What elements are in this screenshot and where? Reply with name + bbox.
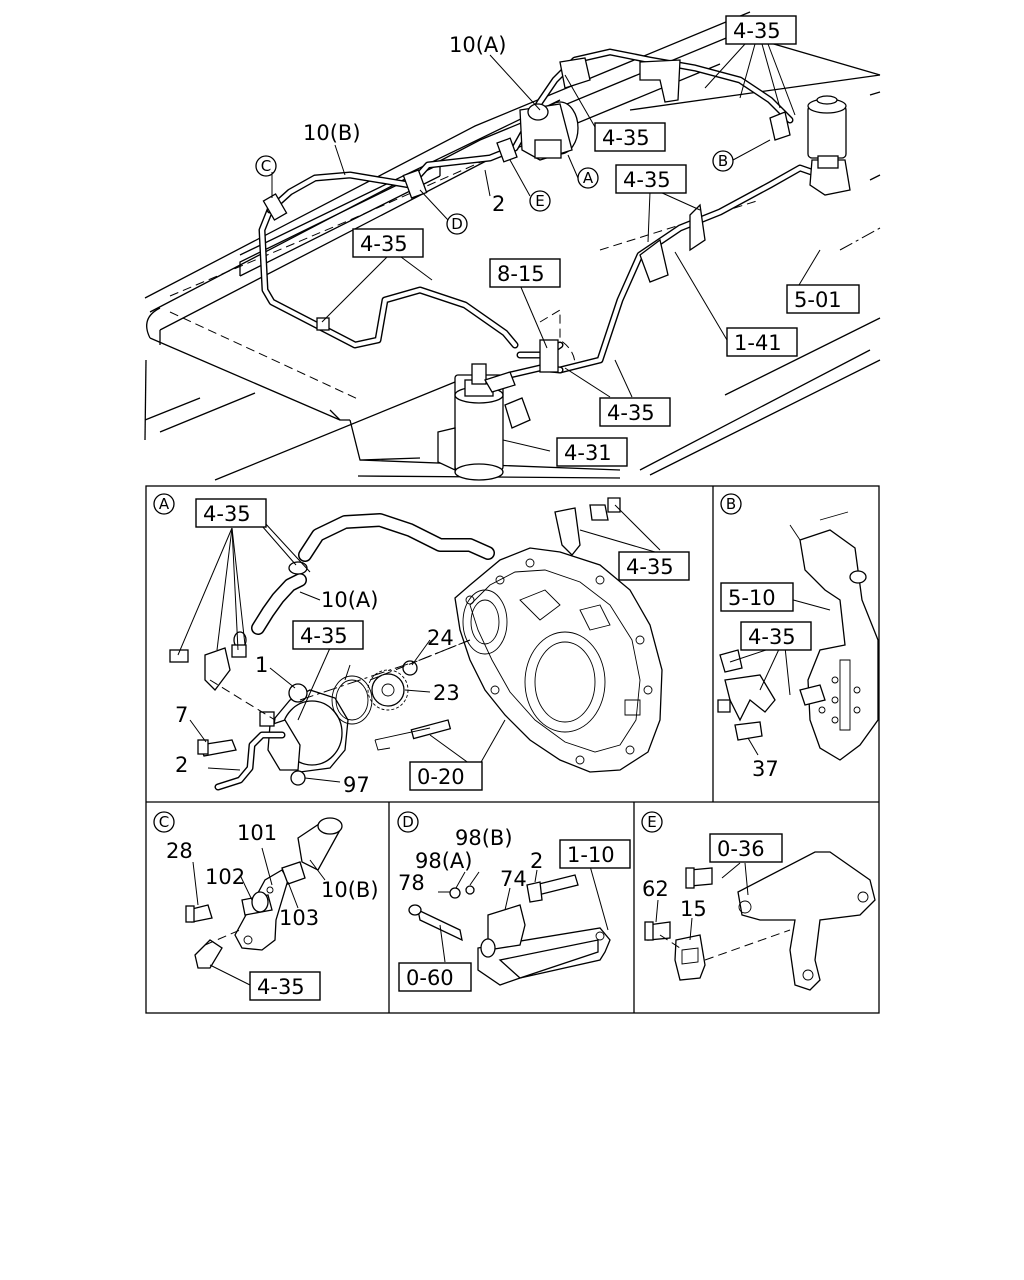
label-15: 15	[680, 897, 707, 921]
panel-d: D 1-10 98(B) 98(A) 2 78 74 0-60	[397, 811, 631, 992]
clutch-master-cylinder	[519, 101, 579, 161]
ref-4-35-top-c: 4-35	[623, 168, 671, 192]
label-78: 78	[398, 871, 425, 895]
ref-4-31: 4-31	[564, 441, 612, 465]
label-23: 23	[433, 681, 460, 705]
panel-b: B 5-10 4-35 37	[717, 493, 879, 781]
ref-4-35-top-e: 4-35	[607, 401, 655, 425]
label-62: 62	[642, 877, 669, 901]
callout-markers-top: A B C D E	[255, 150, 734, 235]
ref-4-35-a-3: 4-35	[300, 624, 348, 648]
ref-4-35-c: 4-35	[257, 975, 305, 999]
label-10a-panel: 10(A)	[321, 588, 378, 612]
label-98b: 98(B)	[455, 826, 513, 850]
pipe-clamps	[262, 57, 791, 373]
panel-e: E 0-36 62 15	[641, 811, 876, 991]
marker-e-top: E	[535, 192, 544, 210]
label-103: 103	[279, 906, 319, 930]
marker-c-top: C	[261, 157, 271, 175]
label-10b-panel: 10(B)	[321, 878, 379, 902]
detail-panels-frame	[145, 485, 880, 1014]
marker-c-panel: C	[159, 813, 169, 831]
reservoir-tank	[807, 95, 851, 196]
leader-lines-top	[271, 43, 821, 452]
clutch-booster	[437, 363, 531, 481]
panel-a: A	[153, 493, 690, 797]
marker-d-panel: D	[402, 813, 414, 831]
label-37: 37	[752, 757, 779, 781]
brake-pipes	[258, 48, 824, 379]
label-74: 74	[500, 867, 527, 891]
label-2-panel: 2	[175, 753, 188, 777]
marker-d-top: D	[451, 215, 463, 233]
ref-4-35-top-a: 4-35	[733, 19, 781, 43]
marker-b-panel: B	[726, 495, 736, 513]
ref-8-15: 8-15	[497, 262, 545, 286]
label-10a-top: 10(A)	[449, 33, 506, 57]
label-101: 101	[237, 821, 277, 845]
label-24: 24	[427, 626, 454, 650]
panel-c: C 28 101 102 10(B) 103 4-35	[153, 811, 379, 1001]
label-2-top: 2	[492, 192, 505, 216]
marker-e-panel: E	[647, 813, 656, 831]
ref-0-20: 0-20	[417, 765, 465, 789]
label-2-d: 2	[530, 849, 543, 873]
ref-1-41: 1-41	[734, 331, 782, 355]
marker-a-top: A	[583, 169, 594, 187]
label-10b-top: 10(B)	[303, 121, 361, 145]
ref-4-35-b: 4-35	[748, 625, 796, 649]
ref-4-35-a-1: 4-35	[203, 502, 251, 526]
marker-b-top: B	[718, 152, 728, 170]
ref-5-01: 5-01	[794, 288, 842, 312]
label-28: 28	[166, 839, 193, 863]
ref-1-10: 1-10	[567, 843, 615, 867]
ref-0-36: 0-36	[717, 837, 765, 861]
label-102: 102	[205, 865, 245, 889]
label-7: 7	[175, 703, 188, 727]
ref-4-35-a-2: 4-35	[626, 555, 674, 579]
label-1: 1	[255, 653, 268, 677]
top-view-labels: 10(A) 10(B) 2 4-35 4-35 4-35 4-35 8-15 5…	[303, 15, 860, 467]
label-97: 97	[343, 773, 370, 797]
label-98a: 98(A)	[415, 849, 472, 873]
marker-a-panel: A	[159, 495, 170, 513]
ref-4-35-top-b: 4-35	[602, 126, 650, 150]
ref-5-10: 5-10	[728, 586, 776, 610]
ref-0-60: 0-60	[406, 966, 454, 990]
ref-4-35-top-d: 4-35	[360, 232, 408, 256]
